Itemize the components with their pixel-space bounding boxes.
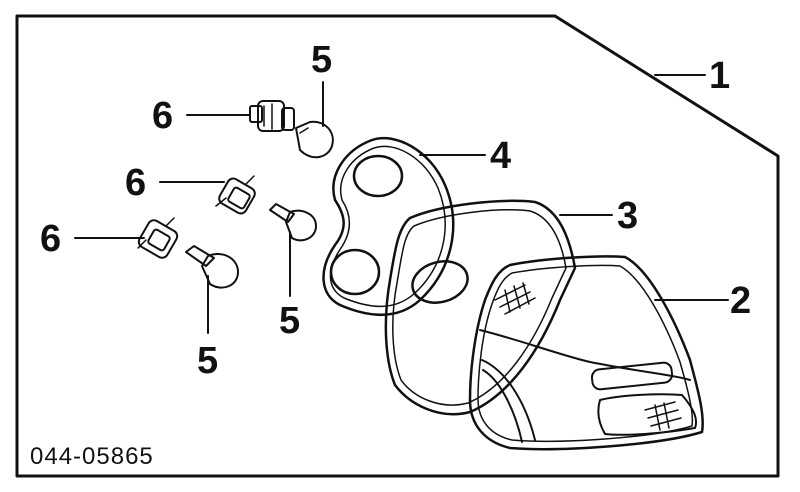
leader-lines: [74, 74, 729, 334]
frame-part-3: [384, 199, 577, 416]
lens-part-2: [468, 255, 704, 451]
callout-6-lower: 6: [40, 218, 61, 260]
gasket-part-4: [322, 136, 455, 317]
bulb-top: [295, 120, 334, 159]
socket-lower: [137, 217, 179, 259]
assembly-boundary: [15, 14, 780, 478]
socket-middle: [215, 175, 256, 215]
callout-1: 1: [709, 55, 730, 97]
bulb-middle: [269, 203, 317, 242]
callout-2: 2: [730, 280, 751, 322]
bulb-lower: [185, 245, 239, 289]
callout-3: 3: [617, 195, 638, 237]
callout-5-lower: 5: [197, 340, 218, 382]
callout-6-top: 6: [152, 95, 173, 137]
socket-top: [249, 100, 295, 132]
callout-6-middle: 6: [125, 162, 146, 204]
callout-4: 4: [490, 135, 511, 177]
callout-5-top: 5: [311, 39, 332, 81]
callout-5-middle: 5: [279, 300, 300, 342]
diagram-part-number: 044-05865: [30, 443, 154, 470]
